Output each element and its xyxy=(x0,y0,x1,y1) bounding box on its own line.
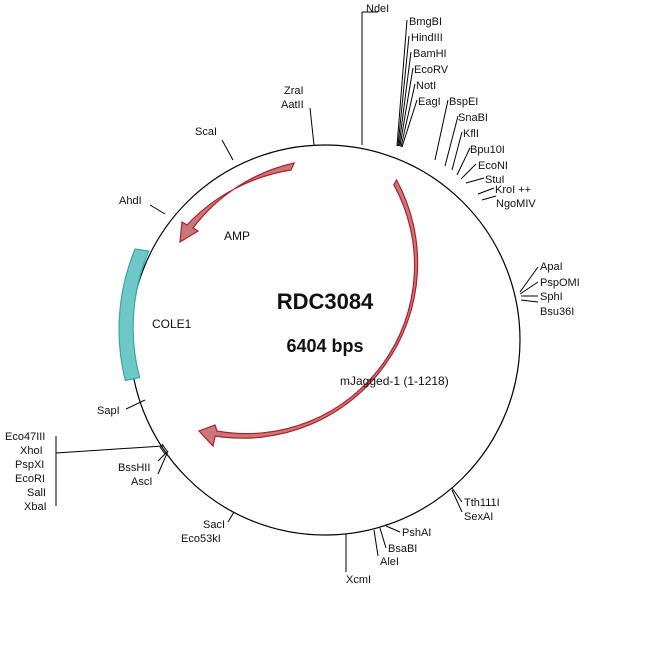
site-eagi: EagI xyxy=(418,96,441,108)
site-bamhi: BamHI xyxy=(413,48,447,60)
plasmid-size: 6404 bps xyxy=(286,336,363,356)
site-eco47iii: Eco47III xyxy=(5,431,45,443)
plasmid-name: RDC3084 xyxy=(277,289,374,314)
site-econi: EcoNI xyxy=(478,160,508,172)
site-ngomiv: NgoMIV xyxy=(496,198,536,210)
site-apai: ApaI xyxy=(540,261,563,273)
site-ecori: EcoRI xyxy=(15,473,45,485)
site-ahdi: AhdI xyxy=(119,195,142,207)
site-xcmi: XcmI xyxy=(346,574,371,586)
site-bsabi: BsaBI xyxy=(388,543,417,555)
site-pspxi: PspXI xyxy=(15,459,44,471)
amp-label: AMP xyxy=(224,229,250,243)
site-saci: SacI xyxy=(203,519,225,531)
site-bsshii: BssHII xyxy=(118,462,150,474)
site-scai: ScaI xyxy=(195,126,217,138)
left-side-leaders xyxy=(125,107,315,410)
site-aatii: AatII xyxy=(281,99,304,111)
mjagged1-label: mJagged-1 (1-1218) xyxy=(340,374,449,388)
site-noti: NotI xyxy=(416,80,436,92)
site-snabi: SnaBI xyxy=(458,112,488,124)
site-ndei: NdeI xyxy=(366,3,389,15)
mjagged1-feature xyxy=(197,178,419,448)
site-bmgbi: BmgBI xyxy=(409,16,442,28)
site-ecorv: EcoRV xyxy=(414,64,449,76)
top-cluster-leaders xyxy=(361,11,497,201)
site-asci: AscI xyxy=(131,476,152,488)
site-sapi: SapI xyxy=(97,405,120,417)
amp-feature xyxy=(179,162,296,244)
site-kroi: KroI ++ xyxy=(495,184,531,196)
site-zrai: ZraI xyxy=(284,85,304,97)
site-kfli: KflI xyxy=(463,128,479,140)
site-pspomi: PspOMI xyxy=(540,277,580,289)
site-eco53ki: Eco53kI xyxy=(181,533,221,545)
site-sphi: SphI xyxy=(540,291,563,303)
bottom-right-leaders xyxy=(345,487,463,572)
site-bspei: BspEI xyxy=(449,96,478,108)
right-cluster-leaders xyxy=(519,266,539,303)
site-sali: SalI xyxy=(27,487,46,499)
site-xbai: XbaI xyxy=(24,501,47,513)
site-bpu10i: Bpu10I xyxy=(470,144,505,156)
cole1-label: COLE1 xyxy=(152,317,192,331)
site-stui: StuI xyxy=(485,174,505,186)
bottom-left-leaders xyxy=(55,436,235,523)
site-sexai: SexAI xyxy=(464,511,493,523)
site-xhoi: XhoI xyxy=(20,445,43,457)
site-bsu36i: Bsu36I xyxy=(540,306,574,318)
site-hindiii: HindIII xyxy=(411,32,443,44)
site-tth111i: Tth111I xyxy=(464,497,500,509)
site-pshai: PshAI xyxy=(402,527,431,539)
site-alei: AleI xyxy=(380,556,399,568)
cole1-feature xyxy=(118,248,150,382)
